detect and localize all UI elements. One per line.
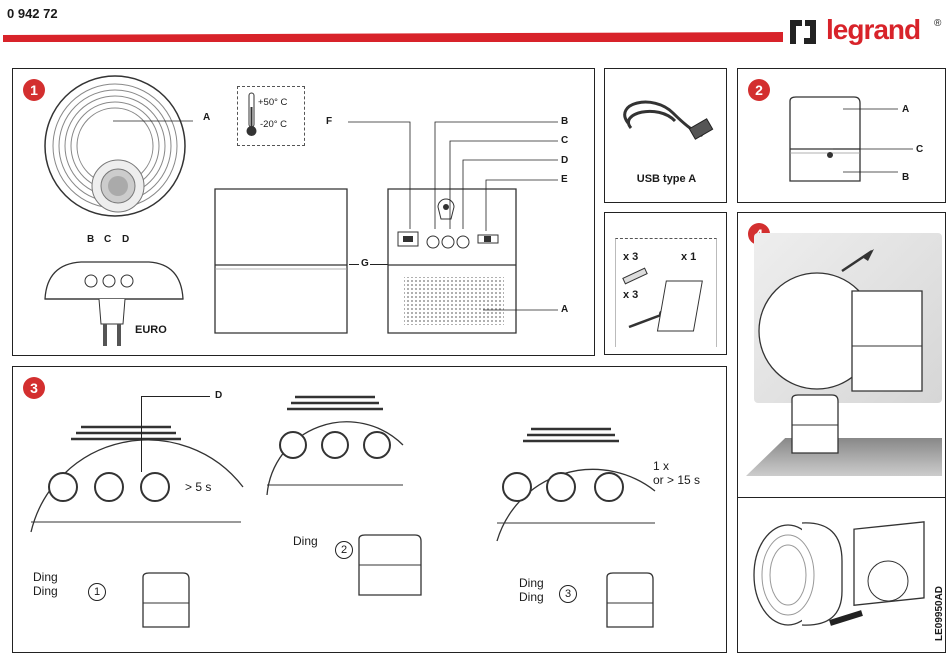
step-badge-3: 3: [23, 377, 45, 399]
label-C-chime: C: [104, 234, 112, 245]
panel-4: 4 LE09950AD: [737, 212, 946, 653]
chime-closeup-3: [496, 427, 656, 542]
plugs-count: x 3: [623, 251, 639, 263]
temp-low: -20° C: [260, 119, 288, 130]
chime-closeup-2: [266, 395, 404, 496]
push-button-pressed: [358, 534, 422, 596]
chime-closeup-1: [30, 425, 244, 533]
fixing-kit-bag: [615, 238, 717, 347]
label-C-p2: C: [916, 144, 924, 155]
temperature-range-box: +50° C -20° C: [237, 86, 305, 146]
panel-1: 1 A B C D EURO +50° C -20° C: [12, 68, 595, 356]
step-circle-1: 1: [88, 583, 106, 601]
push-button-small-3: [606, 572, 654, 628]
label-B-back: B: [561, 116, 569, 127]
label-A-p2: A: [902, 104, 910, 115]
step-circle-2: 2: [335, 541, 353, 559]
hold-time-text: > 5 s: [185, 480, 212, 494]
ding-2: Ding: [293, 534, 318, 548]
fixing-kit-panel: x 3 x 1 x 3: [604, 212, 727, 355]
label-D-chime: D: [122, 234, 130, 245]
label-A-speaker: A: [203, 112, 211, 123]
panel2-callout-lines: [833, 108, 913, 173]
step-circle-3: 3: [559, 585, 577, 603]
press-info-text: 1 x or > 15 s: [653, 459, 701, 487]
step-badge-1: 1: [23, 79, 45, 101]
panel-3: 3 D > 5 s Ding Ding 1 Ding 2 1: [12, 366, 727, 653]
usb-cable-icon: [623, 100, 714, 140]
panel4-divider: [738, 497, 945, 498]
chime-back-illustration: [387, 188, 517, 334]
document-code: LE09950AD: [934, 585, 945, 641]
label-C-back: C: [561, 135, 569, 146]
label-A-speaker-grille: A: [561, 304, 569, 315]
legrand-logo: legrand ®: [788, 14, 948, 52]
usb-cable-panel: USB type A: [604, 68, 727, 203]
registered-mark: ®: [934, 18, 942, 29]
shelf-surface: [746, 438, 942, 476]
label-G: G: [361, 258, 369, 269]
label-D-p3: D: [215, 390, 223, 401]
step-badge-2: 2: [748, 79, 770, 101]
header-red-bar: [3, 32, 783, 42]
panel-2: 2 A C B: [737, 68, 946, 203]
thermometer-icon: [246, 92, 257, 136]
callout-lines: [348, 121, 558, 311]
label-D-back: D: [561, 155, 569, 166]
ding-ding-3: Ding Ding: [519, 576, 544, 604]
wall-mount-illustration: [758, 249, 923, 392]
push-button-box-illustration: [214, 188, 348, 334]
label-G-line-2: [370, 264, 404, 265]
adhesive-count: x 1: [681, 251, 697, 263]
label-B-p2: B: [902, 172, 910, 183]
usb-caption: USB type A: [636, 173, 697, 185]
label-G-line: [349, 264, 359, 265]
label-B-chime: B: [87, 234, 95, 245]
push-button-illustration: [789, 96, 861, 182]
ding-ding-1: Ding Ding: [33, 570, 58, 598]
label-F: F: [326, 116, 333, 127]
brand-name: legrand: [826, 14, 921, 45]
socket-plugin-illustration: [753, 521, 925, 626]
screws-count: x 3: [623, 289, 639, 301]
plug-type-label: EURO: [135, 324, 167, 336]
product-code: 0 942 72: [7, 6, 58, 21]
shelf-push-button: [791, 394, 839, 454]
chime-front-illustration: [44, 75, 193, 217]
legrand-logo-mark-icon: [790, 20, 816, 44]
push-button-small-1: [142, 572, 190, 628]
chime-side-illustration: [44, 261, 184, 346]
temp-high: +50° C: [258, 97, 288, 108]
label-D-line: [141, 396, 210, 472]
plug-and-screw-icons: [622, 267, 703, 332]
label-E: E: [561, 174, 568, 185]
